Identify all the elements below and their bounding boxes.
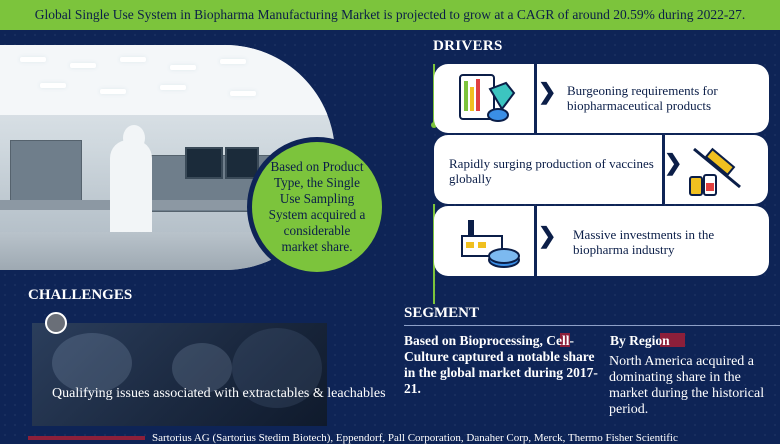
region-accent-bar (660, 333, 685, 347)
region-segment-text: North America acquired a dominating shar… (609, 354, 765, 417)
segment-divider (404, 325, 780, 326)
bioprocessing-segment-text: Based on Bioprocessing, Cell-Culture cap… (404, 333, 598, 396)
chevron-right-icon: ❯ (538, 223, 557, 248)
drivers-heading: DRIVERS (433, 38, 503, 54)
factory-investment-icon (461, 220, 520, 268)
driver-card-3: ❯ Massive investments in the biopharma i… (434, 206, 769, 276)
chevron-right-icon: ❯ (664, 150, 683, 175)
footer-companies: Sartorius AG (Sartorius Stedim Biotech),… (152, 432, 678, 444)
segment-heading: SEGMENT (404, 305, 480, 321)
product-type-highlight: Based on Product Type, the Single Use Sa… (247, 137, 387, 277)
footer-accent-bar (28, 436, 145, 440)
challenge-bubble-icon (45, 312, 67, 334)
region-heading: By Region (610, 333, 670, 348)
driver-card-1: ❯ Burgeoning requirements for biopharmac… (434, 64, 769, 133)
vaccine-syringe-icon (689, 147, 741, 196)
chevron-right-icon: ❯ (538, 79, 557, 104)
challenge-text: Qualifying issues associated with extrac… (52, 386, 386, 401)
headline-banner: Global Single Use System in Biopharma Ma… (0, 0, 780, 30)
biopharma-lab-icon (459, 74, 516, 122)
segment-accent-bar (560, 333, 570, 347)
challenges-photo (32, 323, 327, 426)
challenges-heading: CHALLENGES (28, 287, 133, 303)
driver-card-2: Rapidly surging production of vaccines g… (434, 135, 768, 204)
